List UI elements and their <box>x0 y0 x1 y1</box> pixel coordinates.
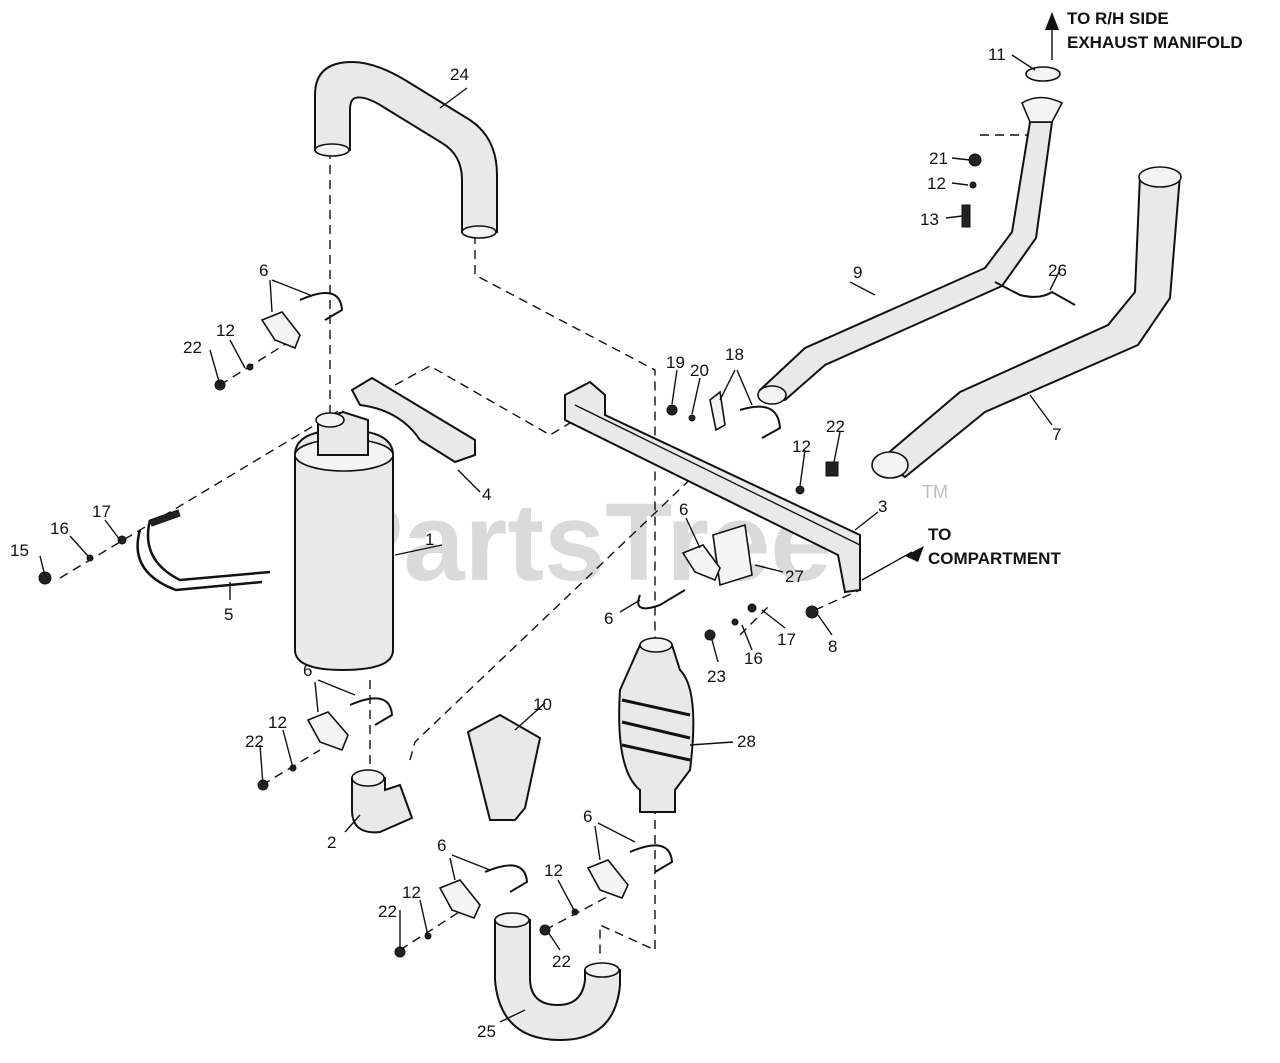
callout-16: 16 <box>50 519 69 538</box>
callout-2: 2 <box>327 833 336 852</box>
callout-15: 15 <box>10 541 29 560</box>
crossmember-3 <box>564 380 861 594</box>
bracket-4 <box>350 376 476 464</box>
strap-5 <box>136 519 271 592</box>
j-pipe-25 <box>494 919 621 1042</box>
callout-17: 17 <box>777 630 796 649</box>
callout-18: 18 <box>725 345 744 364</box>
arrow-to-manifold <box>1045 12 1059 30</box>
callout-6: 6 <box>679 500 688 519</box>
callout-12: 12 <box>268 713 287 732</box>
callout-8: 8 <box>828 637 837 656</box>
pipe-end <box>314 143 350 157</box>
manifold-note-line1: TO R/H SIDE <box>1067 9 1169 28</box>
watermark-tm: TM <box>922 482 948 502</box>
callout-9: 9 <box>853 263 862 282</box>
callout-12: 12 <box>927 174 946 193</box>
callout-22: 22 <box>552 952 571 971</box>
clamp-set <box>260 291 782 920</box>
callout-26: 26 <box>1048 261 1067 280</box>
callout-4: 4 <box>482 485 491 504</box>
callout-1: 1 <box>425 530 434 549</box>
flange-11 <box>1020 96 1064 123</box>
catalytic-converter-28 <box>618 637 695 813</box>
callout-20: 20 <box>690 361 709 380</box>
callout-22: 22 <box>826 417 845 436</box>
callout-17: 17 <box>92 502 111 521</box>
callout-12: 12 <box>402 883 421 902</box>
callout-11: 11 <box>988 45 1006 64</box>
callout-22: 22 <box>183 338 202 357</box>
callout-21: 21 <box>929 149 948 168</box>
callout-6: 6 <box>604 609 613 628</box>
pipe-9 <box>758 121 1054 402</box>
callout-22: 22 <box>245 732 264 751</box>
callout-12: 12 <box>544 861 563 880</box>
callout-28: 28 <box>737 732 756 751</box>
callout-22: 22 <box>378 902 397 921</box>
plate-27 <box>712 523 753 587</box>
callouts: 24 6 12 22 1 4 5 17 16 15 6 12 22 2 10 2… <box>10 45 1067 1041</box>
callout-6: 6 <box>303 661 312 680</box>
muffler-1 <box>294 410 394 672</box>
callout-5: 5 <box>224 605 233 624</box>
leader-lines <box>39 20 1061 1023</box>
callout-25: 25 <box>477 1022 496 1041</box>
manifold-note-line2: EXHAUST MANIFOLD <box>1067 33 1243 52</box>
callout-24: 24 <box>450 65 469 84</box>
callout-6: 6 <box>437 836 446 855</box>
callout-12: 12 <box>216 321 235 340</box>
sensor-26 <box>994 281 1076 306</box>
callout-23: 23 <box>707 667 726 686</box>
gasket-11 <box>1025 66 1061 82</box>
pipe-end <box>871 451 909 479</box>
arrow-to-compartment <box>905 546 924 562</box>
compartment-note-line2: COMPARTMENT <box>928 549 1061 568</box>
compartment-note-line1: TO <box>928 525 951 544</box>
pipe-end <box>1138 166 1182 188</box>
callout-13: 13 <box>920 210 939 229</box>
pipe-end <box>461 225 497 239</box>
callout-16: 16 <box>744 649 763 668</box>
callout-19: 19 <box>666 353 685 372</box>
elbow-2 <box>351 777 414 834</box>
callout-6: 6 <box>583 807 592 826</box>
callout-7: 7 <box>1052 425 1061 444</box>
pipe-end <box>757 385 787 405</box>
bracket-10 <box>466 713 542 821</box>
callout-27: 27 <box>785 567 804 586</box>
callout-10: 10 <box>533 695 552 714</box>
callout-6: 6 <box>259 261 268 280</box>
callout-3: 3 <box>878 497 887 516</box>
callout-12: 12 <box>792 437 811 456</box>
